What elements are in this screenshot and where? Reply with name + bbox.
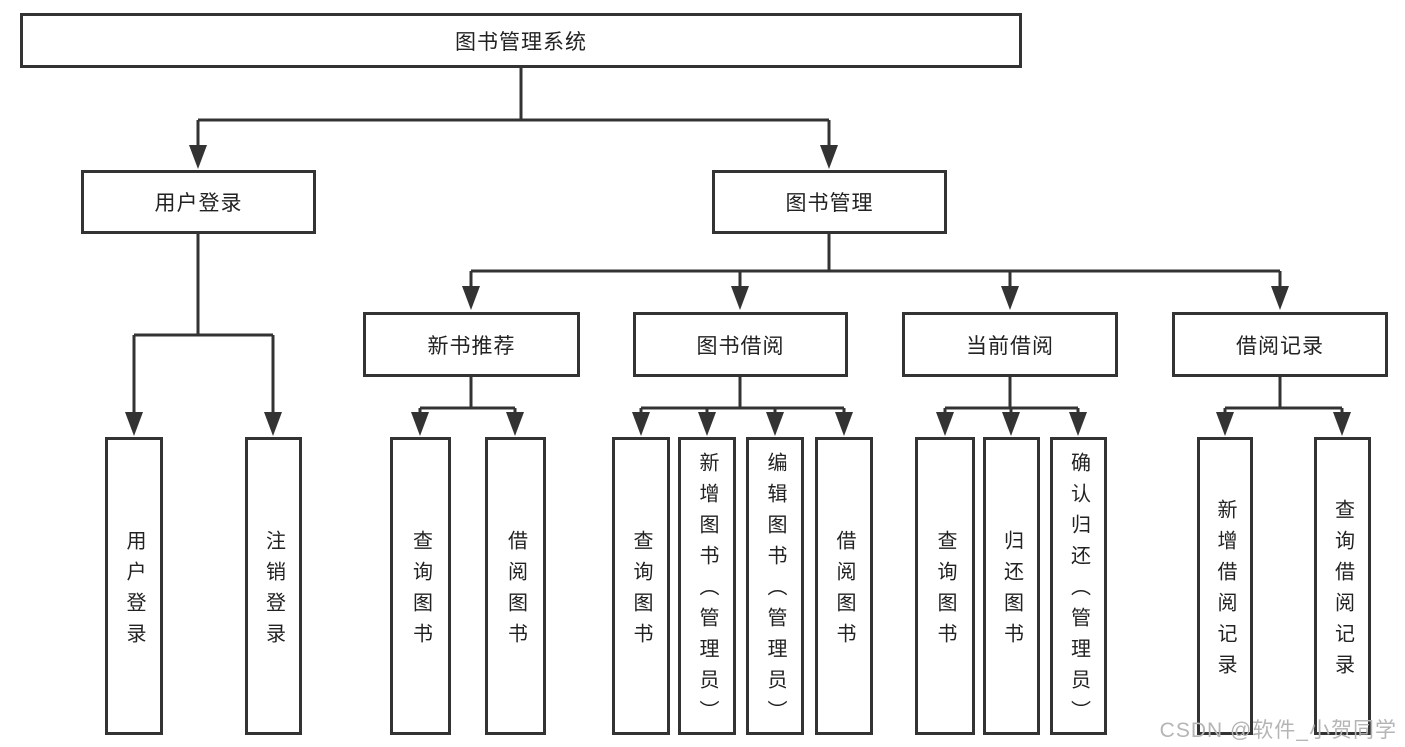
arrow-down-icon [936,412,954,436]
node-new-book-recommend: 新书推荐 [363,312,580,377]
arrow-down-icon [632,412,650,436]
node-label: 注销登录 [262,529,285,654]
arrow-down-icon [264,412,282,436]
arrow-down-icon [189,145,207,169]
node-current-borrow: 当前借阅 [902,312,1118,377]
leaf-logout: 注销登录 [245,437,302,735]
edge-line [639,377,846,415]
leaf-borrow-books: 借阅图书 [815,437,873,735]
node-label: 图书借阅 [696,334,785,358]
leaf-query-books-recommend: 查询图书 [390,437,451,735]
node-label: 用户登录 [123,529,145,654]
arrow-down-icon [462,286,480,310]
edge-new-book-rec-children [411,377,524,436]
edge-line [943,377,1080,415]
node-label: 图书管理系统 [455,30,587,54]
arrow-down-icon [1002,412,1020,436]
leaf-user-login: 用户登录 [105,437,163,735]
node-label: 图书管理 [785,192,874,215]
node-label: 查询借阅记录 [1331,498,1354,685]
edge-line [469,234,1282,289]
edge-book-borrow-children [632,377,853,436]
node-label: 编辑图书（管理员） [764,452,786,731]
node-label: 用户登录 [154,192,243,215]
node-label: 新增借阅记录 [1214,498,1236,685]
arrow-down-icon [1216,412,1234,436]
edge-current-borrow-children [936,377,1087,436]
arrow-down-icon [1069,412,1087,436]
node-label: 查询图书 [934,529,956,654]
csdn-watermark: CSDN @软件_小贺同学 [1159,719,1397,742]
node-label: 借阅图书 [504,529,527,654]
edge-user-login-children [125,234,282,436]
arrow-down-icon [1333,412,1351,436]
leaf-borrow-books-recommend: 借阅图书 [485,437,546,735]
node-borrow-records: 借阅记录 [1172,312,1388,377]
edge-root-to-level2 [189,68,838,169]
leaf-return-books: 归还图书 [983,437,1040,735]
arrow-down-icon [411,412,429,436]
node-book-borrow: 图书借阅 [633,312,848,377]
edge-line [418,377,517,415]
arrow-down-icon [820,145,838,169]
edge-line [132,234,275,415]
node-label: 新增图书（管理员） [696,452,718,731]
arrow-down-icon [125,412,143,436]
node-label: 当前借阅 [966,334,1054,358]
leaf-query-books-current: 查询图书 [915,437,975,735]
edge-line [1223,377,1344,415]
leaf-confirm-return-admin: 确认归还（管理员） [1050,437,1107,735]
arrow-down-icon [731,286,749,310]
edge-line [196,68,831,148]
leaf-edit-books-admin: 编辑图书（管理员） [746,437,804,735]
leaf-add-books-admin: 新增图书（管理员） [678,437,736,735]
node-label: 借阅记录 [1236,334,1324,358]
leaf-add-borrow-record: 新增借阅记录 [1197,437,1253,735]
edge-book-mgmt-children [462,234,1289,310]
arrow-down-icon [1271,286,1289,310]
node-label: 查询图书 [409,529,432,654]
node-book-management: 图书管理 [712,170,947,234]
arrow-down-icon [698,412,716,436]
node-label: 确认归还（管理员） [1067,452,1090,731]
leaf-query-borrow-record: 查询借阅记录 [1314,437,1371,735]
edge-borrow-records-children [1216,377,1351,436]
arrow-down-icon [506,412,524,436]
arrow-down-icon [835,412,853,436]
arrow-down-icon [1001,286,1019,310]
node-root-system: 图书管理系统 [20,13,1022,68]
node-label: 查询图书 [630,529,652,654]
leaf-query-books: 查询图书 [612,437,670,735]
node-user-login: 用户登录 [81,170,316,234]
node-label: 新书推荐 [427,334,516,358]
node-label: 借阅图书 [833,529,855,654]
node-label: 归还图书 [1000,529,1023,654]
arrow-down-icon [766,412,784,436]
